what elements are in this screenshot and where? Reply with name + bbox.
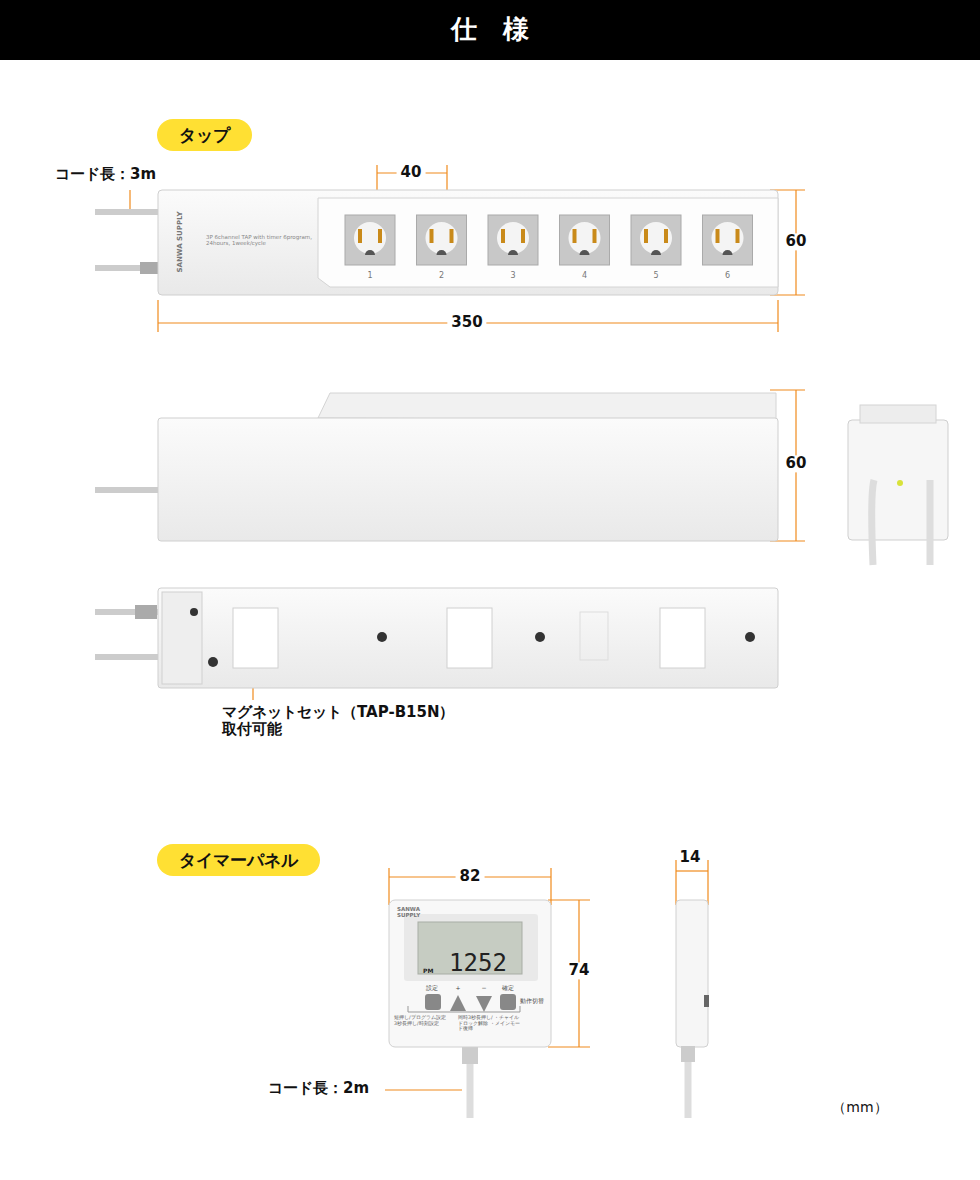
magnet-note: マグネットセット（TAP-B15N） 取付可能	[222, 704, 457, 739]
dimension: 350	[447, 314, 486, 331]
button-label: 確定	[502, 985, 514, 991]
cord-length: コード長：2m	[268, 1080, 369, 1097]
tap-side-view	[95, 393, 778, 541]
dimension: 14	[680, 849, 701, 866]
dimension: 40	[397, 164, 426, 181]
outlet-slot	[664, 229, 668, 243]
button-label: 動作切替	[520, 998, 544, 1004]
timer-panel	[389, 900, 709, 1118]
outlet-slot	[521, 229, 525, 243]
outlet-number: 4	[582, 271, 587, 280]
button-label: −	[481, 985, 486, 992]
outlet	[631, 215, 681, 265]
button-label: 設定	[426, 985, 438, 991]
outlet-ground	[508, 250, 518, 255]
outlet-slot	[644, 229, 648, 243]
outlet-number: 3	[510, 271, 515, 280]
button-label: +	[455, 985, 460, 992]
outlet-ground	[651, 250, 661, 255]
outlet-slot	[501, 229, 505, 243]
outlet-slot	[358, 229, 362, 243]
section-pill: タップ	[157, 119, 252, 151]
page-title: 仕 様	[451, 15, 529, 45]
outlet-slot	[378, 229, 382, 243]
outlet-slot	[450, 229, 454, 243]
section-label: タップ	[179, 124, 230, 147]
outlet-face	[712, 222, 744, 254]
outlet	[560, 215, 610, 265]
outlet-ground	[723, 250, 733, 255]
tap-bottom-view	[95, 588, 778, 688]
cord-length: コード長：3m	[55, 166, 156, 183]
tap-top-view	[95, 190, 778, 295]
tap-end-view	[848, 405, 948, 565]
outlet-face	[497, 222, 529, 254]
unit-note: （mm）	[832, 1099, 887, 1115]
brand-mark: SANWA SUPPLY	[176, 211, 184, 272]
outlet-face	[426, 222, 458, 254]
outlet-ground	[437, 250, 447, 255]
product-note: 3P 6channel TAP with timer 6program, 24h…	[206, 234, 321, 247]
section-pill: タイマーパネル	[157, 844, 320, 876]
outlet-slot	[736, 229, 740, 243]
dimension: 60	[782, 455, 811, 472]
outlet-ground	[365, 250, 375, 255]
section-label: タイマーパネル	[179, 849, 298, 872]
dimension: 74	[565, 962, 594, 979]
dimension: 60	[782, 233, 811, 250]
button-note: 短押し/プログラム設定 3秒長押し/時刻設定	[394, 1015, 446, 1026]
brand-mark: SANWA SUPPLY	[397, 906, 421, 919]
outlet-face	[354, 222, 386, 254]
outlet	[488, 215, 538, 265]
lcd-time: 1252	[449, 950, 507, 978]
outlet-slot	[593, 229, 597, 243]
outlet-face	[640, 222, 672, 254]
outlet	[417, 215, 467, 265]
outlet	[703, 215, 753, 265]
button-note: 同時3秒長押し/ ・チャイルドロック解除 ・メインモード復帰	[458, 1015, 520, 1032]
dimension: 82	[456, 868, 485, 885]
outlet-slot	[430, 229, 434, 243]
outlet-number: 1	[367, 271, 372, 280]
outlet-ground	[580, 250, 590, 255]
lcd-text: PM	[423, 968, 433, 975]
outlet	[345, 215, 395, 265]
dimension-lines	[130, 165, 805, 1090]
outlet-face	[569, 222, 601, 254]
outlet-number: 5	[653, 271, 658, 280]
outlet-slot	[573, 229, 577, 243]
outlet-number: 2	[439, 271, 444, 280]
outlet-slot	[716, 229, 720, 243]
outlet-number: 6	[725, 271, 730, 280]
